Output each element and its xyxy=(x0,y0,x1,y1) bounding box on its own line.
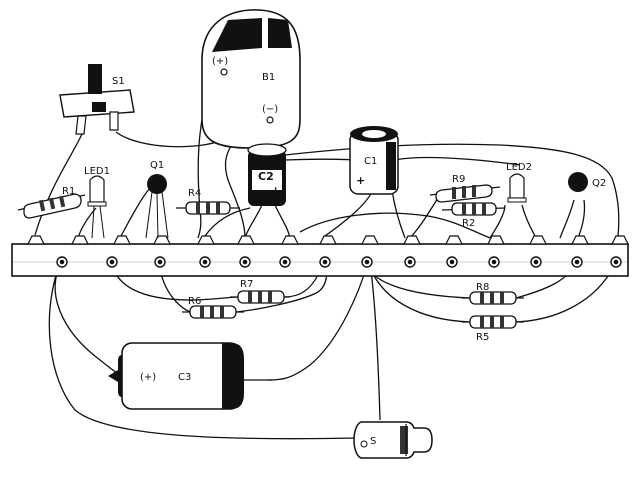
label-b1-pos: (+) xyxy=(212,56,228,67)
label-r2: R2 xyxy=(462,218,475,229)
strip-lugs xyxy=(27,235,629,245)
capacitor-c3: (+) C3 xyxy=(108,342,272,410)
led-led2: LED2 xyxy=(506,162,532,203)
label-r8: R8 xyxy=(476,282,489,293)
led-led1: LED1 xyxy=(84,166,110,239)
label-led2: LED2 xyxy=(506,162,532,173)
label-r7: R7 xyxy=(240,279,253,290)
label-c2-polarity: + xyxy=(271,184,280,197)
capacitor-c2: C2 + xyxy=(247,143,287,206)
label-c1-polarity: + xyxy=(356,174,365,187)
label-b1: B1 xyxy=(262,72,275,83)
label-r9: R9 xyxy=(452,174,465,185)
label-c3-polarity: (+) xyxy=(140,372,156,383)
resistor-r6: R6 xyxy=(182,296,244,319)
resistor-r9: R9 xyxy=(429,174,501,203)
label-c3: C3 xyxy=(178,372,191,383)
resistor-r4: R4 xyxy=(176,188,240,215)
transistor-q1: Q1 xyxy=(145,160,169,239)
label-b1-neg: (−) xyxy=(262,104,278,115)
label-q2: Q2 xyxy=(592,178,606,189)
label-c1: C1 xyxy=(364,156,377,167)
label-r4: R4 xyxy=(188,188,201,199)
label-speaker: S xyxy=(370,436,376,447)
switch-s1-lever xyxy=(88,64,102,94)
resistor-r2: R2 xyxy=(441,202,506,229)
speaker-s: S xyxy=(353,421,433,459)
label-r1: R1 xyxy=(62,186,75,197)
label-led1: LED1 xyxy=(84,166,110,177)
strip-eyelets xyxy=(56,256,622,268)
label-r6: R6 xyxy=(188,296,201,307)
resistor-r7: R7 xyxy=(230,279,290,304)
battery-b1: (+) (−) B1 xyxy=(201,9,301,149)
switch-s1: S1 xyxy=(59,64,135,135)
label-r5: R5 xyxy=(476,332,489,343)
label-s1: S1 xyxy=(112,76,125,87)
label-c2: C2 xyxy=(258,170,274,183)
capacitor-c1: C1 + xyxy=(349,126,399,195)
resistor-r5: R5 xyxy=(462,315,524,343)
label-q1: Q1 xyxy=(150,160,164,171)
resistor-r1: R1 xyxy=(17,186,86,219)
transistor-q2: Q2 xyxy=(568,172,606,192)
resistor-r8: R8 xyxy=(462,282,524,305)
